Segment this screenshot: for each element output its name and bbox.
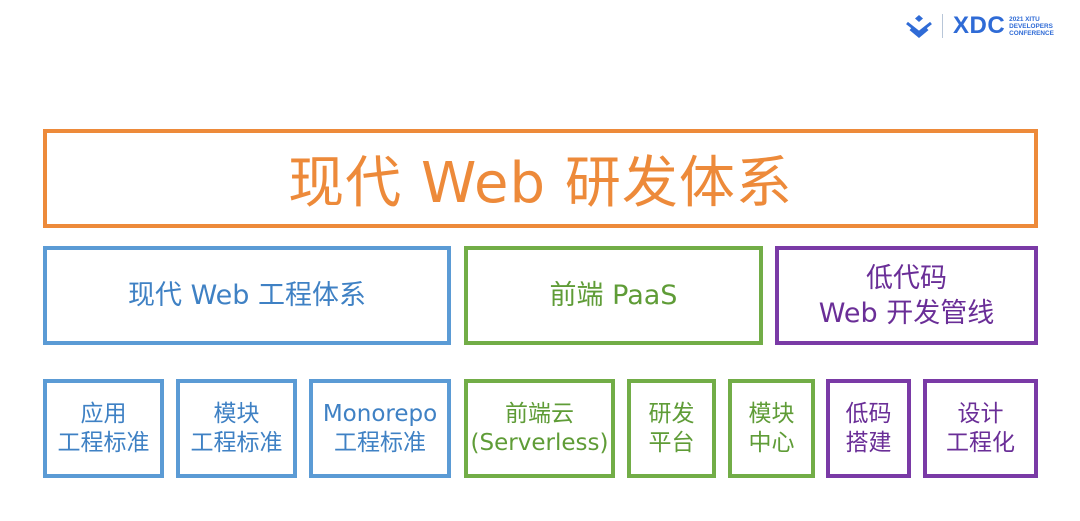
- logo-divider: [942, 14, 943, 38]
- xitu-logo-icon: [906, 15, 932, 38]
- diagram-title: 现代 Web 研发体系: [288, 151, 793, 216]
- logo-brand: XDC: [953, 12, 1006, 39]
- component-label-line1: 模块: [213, 400, 260, 427]
- pillar-web-engineering: 现代 Web 工程体系: [43, 246, 451, 345]
- component-label-line2: (Serverless): [470, 429, 609, 456]
- component-lowcode-builder: 低码 搭建: [826, 379, 911, 478]
- conference-logo: XDC 2021 XITU DEVELOPERS CONFERENCE: [904, 10, 1074, 42]
- component-label-line1: Monorepo: [322, 400, 438, 427]
- component-design-engineering: 设计 工程化: [923, 379, 1038, 478]
- component-label-line1: 前端云: [505, 400, 574, 427]
- component-monorepo-standard: Monorepo 工程标准: [309, 379, 451, 478]
- component-dev-platform: 研发 平台: [627, 379, 716, 478]
- component-app-standard: 应用 工程标准: [43, 379, 164, 478]
- logo-subtitle: 2021 XITU DEVELOPERS CONFERENCE: [1009, 16, 1054, 37]
- pillar-label: 现代 Web 工程体系: [127, 280, 367, 311]
- component-label-line1: 研发: [648, 400, 695, 427]
- component-module-center: 模块 中心: [728, 379, 815, 478]
- pillar-label-line2: Web 开发管线: [818, 297, 995, 329]
- logo-subtitle-line: CONFERENCE: [1009, 29, 1054, 37]
- component-label-line2: 工程标准: [334, 429, 426, 456]
- logo-subtitle-line: DEVELOPERS: [1009, 22, 1053, 30]
- pillar-label-line1: 低代码: [866, 262, 947, 294]
- component-label-line2: 工程化: [946, 429, 1015, 456]
- component-frontend-cloud: 前端云 (Serverless): [464, 379, 615, 478]
- component-label-line2: 平台: [648, 429, 695, 456]
- pillar-lowcode-pipeline: 低代码 Web 开发管线: [775, 246, 1038, 345]
- component-label-line2: 中心: [748, 429, 795, 456]
- pillar-frontend-paas: 前端 PaaS: [464, 246, 763, 345]
- component-label-line1: 低码: [845, 400, 892, 427]
- component-label-line1: 设计: [957, 400, 1004, 427]
- component-label-line2: 工程标准: [190, 429, 283, 456]
- component-label-line1: 模块: [748, 400, 795, 427]
- component-label-line1: 应用: [80, 400, 127, 427]
- component-label-line2: 搭建: [845, 429, 892, 456]
- logo-subtitle-line: 2021 XITU: [1009, 15, 1040, 23]
- component-label-line2: 工程标准: [57, 429, 150, 456]
- pillar-label: 前端 PaaS: [549, 280, 678, 311]
- component-module-standard: 模块 工程标准: [176, 379, 297, 478]
- diagram-title-box: 现代 Web 研发体系: [43, 129, 1038, 228]
